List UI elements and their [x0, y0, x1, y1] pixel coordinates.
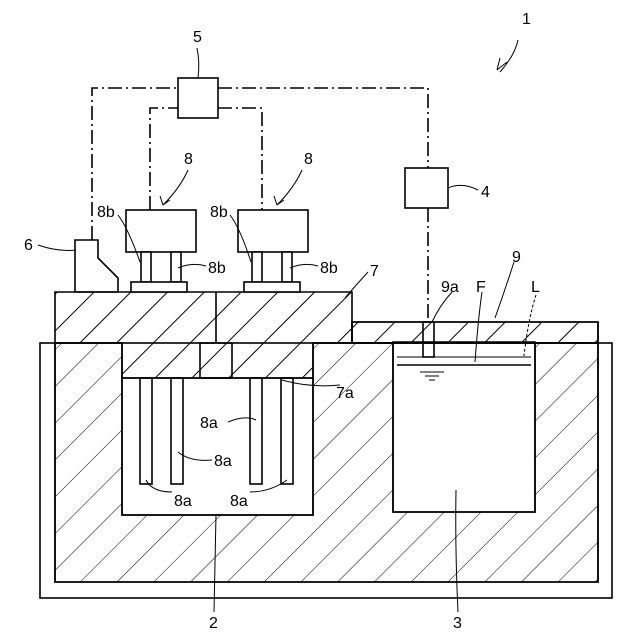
- label-3: 3: [453, 615, 462, 632]
- label-8-left: 8: [184, 151, 193, 168]
- unit-8-left: [126, 210, 196, 292]
- sensor-box-4: [405, 168, 448, 208]
- cavity-2: [122, 378, 313, 515]
- label-6: 6: [24, 237, 33, 254]
- label-8a-4: 8a: [230, 493, 248, 510]
- label-7a: 7a: [336, 385, 354, 402]
- label-8b-1: 8b: [97, 204, 115, 221]
- label-9: 9: [512, 249, 521, 266]
- label-7: 7: [370, 263, 379, 280]
- label-8b-3: 8b: [208, 260, 226, 277]
- unit-8-right: [238, 210, 308, 292]
- label-F: F: [476, 279, 486, 296]
- label-device: 1: [522, 11, 531, 28]
- label-4: 4: [481, 184, 490, 201]
- label-8-right: 8: [304, 151, 313, 168]
- tank-3: [393, 322, 535, 512]
- label-9a: 9a: [441, 279, 459, 296]
- label-8a-2: 8a: [214, 453, 232, 470]
- label-L: L: [531, 279, 540, 296]
- component-6: [75, 240, 118, 292]
- label-8a-3: 8a: [174, 493, 192, 510]
- label-5: 5: [193, 29, 202, 46]
- label-8a-1: 8a: [200, 415, 218, 432]
- label-8b-2: 8b: [210, 204, 228, 221]
- label-2: 2: [209, 615, 218, 632]
- label-8b-4: 8b: [320, 260, 338, 277]
